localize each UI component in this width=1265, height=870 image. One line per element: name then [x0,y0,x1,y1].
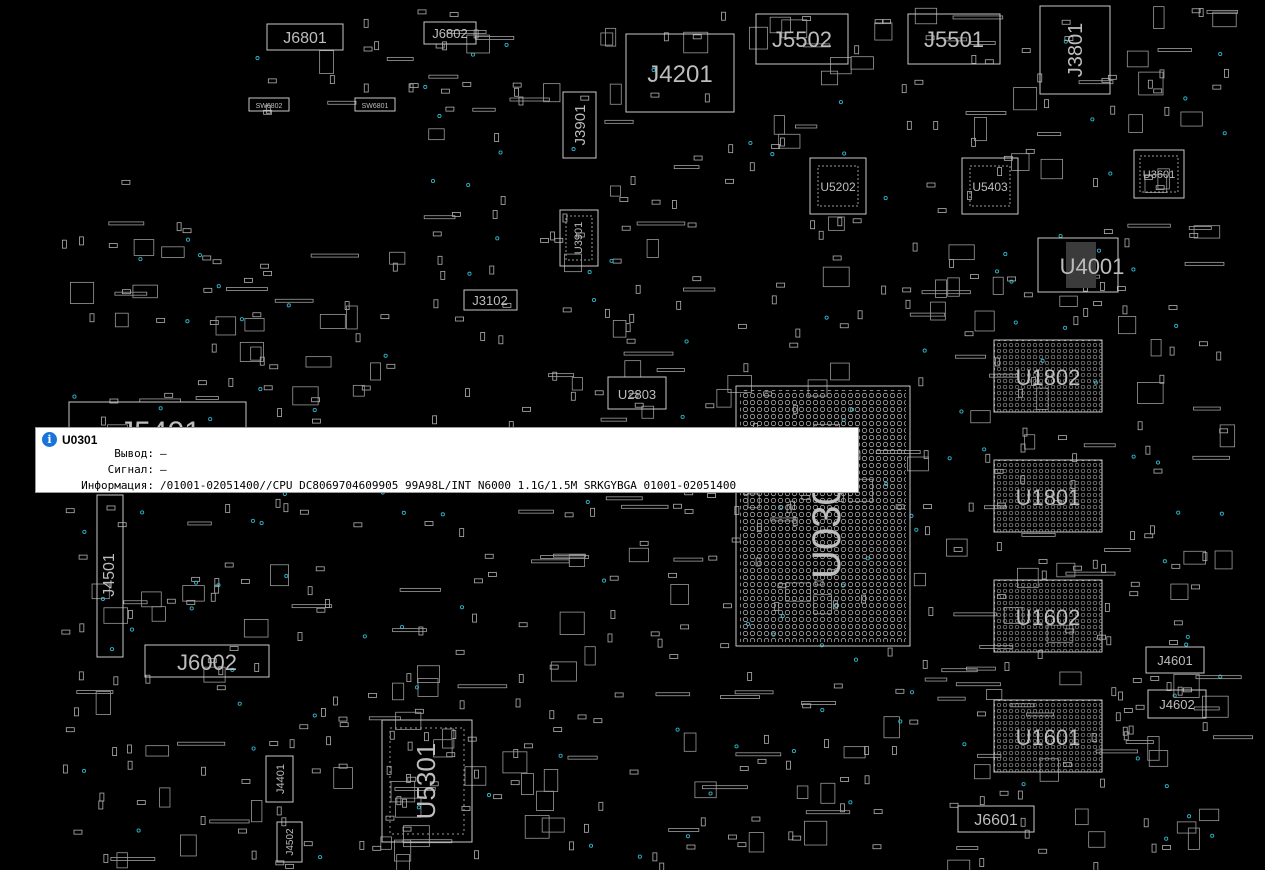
svg-text:U1802: U1802 [1016,365,1081,390]
svg-text:J4602: J4602 [1159,697,1194,712]
svg-text:SW6802: SW6802 [256,103,283,110]
svg-text:U5403: U5403 [972,180,1008,194]
svg-text:J6802: J6802 [432,26,467,41]
tooltip-row-signal: Сигнал:— [107,463,167,476]
info-icon: i [42,432,57,447]
tooltip-row-pin: Вывод:— [114,447,167,460]
tooltip-row-info: Информация:/01001-02051400//CPU DC806970… [81,479,737,492]
svg-text:J4401: J4401 [275,764,287,794]
svg-text:U3601: U3601 [1143,169,1175,181]
component-u2803[interactable]: U2803 [607,376,667,410]
component-u5202[interactable]: U5202 [809,157,867,215]
component-u0301-cpu[interactable]: U0301 [735,385,911,647]
component-info-tooltip: i U0301 Вывод:— Сигнал:— Информация:/010… [35,427,859,493]
svg-text:J5502: J5502 [772,27,832,52]
component-j4601[interactable]: J4601 [1145,646,1205,674]
svg-text:U2803: U2803 [618,387,656,402]
component-j4501[interactable]: J4501 [96,494,124,658]
svg-text:J6002: J6002 [177,650,237,675]
svg-text:U5202: U5202 [820,180,856,194]
component-u3901[interactable]: U3901 [559,209,599,267]
svg-text:J4601: J4601 [1157,653,1192,668]
component-j6801[interactable]: J6801 [266,23,344,51]
component-j6002[interactable]: J6002 [144,644,270,678]
component-u5301[interactable]: U5301 [381,719,473,843]
component-u1802[interactable]: U1802 [993,339,1103,413]
component-j6802[interactable]: J6802 [423,21,477,45]
component-u4001[interactable]: U4001 [1037,237,1125,293]
component-u1801[interactable]: U1801 [993,459,1103,533]
svg-text:J4501: J4501 [101,553,118,597]
component-j5502[interactable]: J5502 [755,13,849,65]
svg-text:J3801: J3801 [1065,23,1087,78]
component-sw6801[interactable]: SW6801 [354,97,396,112]
tooltip-title: U0301 [62,432,98,447]
svg-text:U1801: U1801 [1016,485,1081,510]
svg-text:J3901: J3901 [572,105,589,146]
svg-text:J5501: J5501 [924,27,984,52]
component-j3901[interactable]: J3901 [562,91,597,159]
component-u3601[interactable]: U3601 [1133,149,1185,199]
svg-text:J4201: J4201 [647,61,712,88]
component-j4602[interactable]: J4602 [1147,689,1207,719]
svg-text:J4502: J4502 [285,828,296,856]
svg-text:U4001: U4001 [1060,254,1125,279]
svg-text:J6801: J6801 [283,30,327,47]
svg-text:U5301: U5301 [411,743,441,820]
component-sw6802[interactable]: SW6802 [248,97,290,112]
svg-text:U1601: U1601 [1016,725,1081,750]
component-j3801[interactable]: J3801 [1039,5,1111,95]
svg-text:J3102: J3102 [472,293,507,308]
tooltip-header: i U0301 [42,432,97,447]
svg-text:SW6801: SW6801 [362,103,389,110]
component-j3102[interactable]: J3102 [463,289,518,311]
component-u1601[interactable]: U1601 [993,699,1103,773]
component-j5501[interactable]: J5501 [907,13,1001,65]
svg-text:U3901: U3901 [573,222,585,254]
component-j4401[interactable]: J4401 [265,755,294,803]
component-j4201[interactable]: J4201 [625,33,735,113]
svg-text:U1602: U1602 [1016,605,1081,630]
component-u5403[interactable]: U5403 [961,157,1019,215]
svg-text:J6601: J6601 [974,812,1018,829]
component-j4502[interactable]: J4502 [276,821,303,863]
component-j6601[interactable]: J6601 [957,805,1035,833]
component-u1602[interactable]: U1602 [993,579,1103,653]
